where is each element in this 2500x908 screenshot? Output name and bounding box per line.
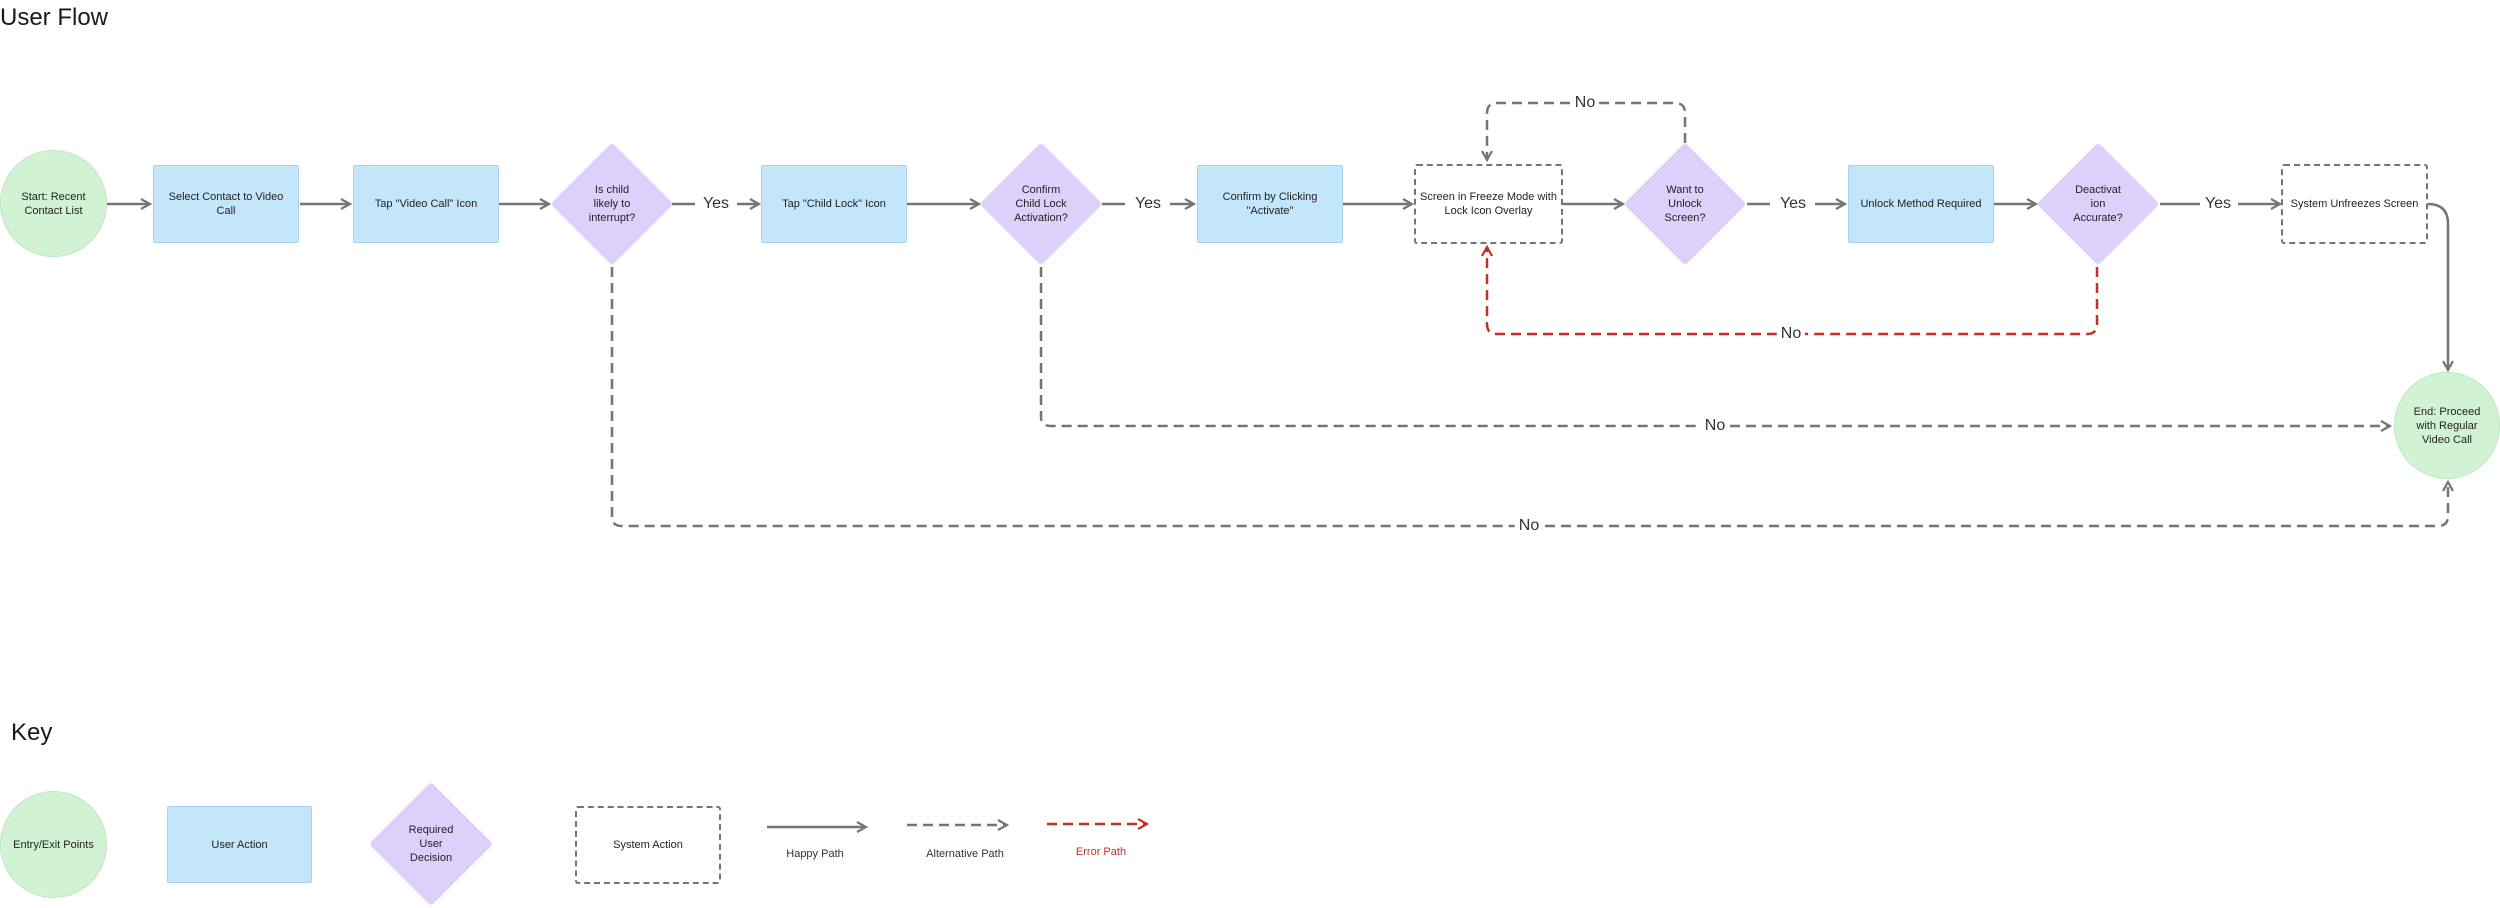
deactivation-accurate-label: Deactivat ion Accurate? bbox=[2073, 184, 2123, 224]
error-path-edges bbox=[1487, 247, 2099, 336]
confirm-activation-decision: Confirm Child Lock Activation? bbox=[979, 141, 1103, 267]
happy-path-edges bbox=[107, 204, 2448, 370]
edge-label-no-deactivation: No bbox=[1776, 325, 1806, 343]
edge-label-yes-child: Yes bbox=[698, 195, 734, 213]
key-alternative-path-label: Alternative Path bbox=[926, 848, 1004, 860]
key-title: Key bbox=[11, 719, 53, 746]
system-unfreezes-label: System Unfreezes Screen bbox=[2290, 198, 2419, 210]
edge-label-yes-unlock: Yes bbox=[1775, 195, 1811, 213]
page-title: User Flow bbox=[0, 4, 109, 31]
freeze-mode-node: Screen in Freeze Mode with Lock Icon Ove… bbox=[1414, 164, 1563, 244]
edge-wantunlock-no-a bbox=[1598, 101, 1687, 143]
key-error-path-label: Error Path bbox=[1075, 846, 1127, 858]
tap-child-lock-node: Tap "Child Lock" Icon bbox=[761, 165, 907, 243]
deactivation-accurate-decision: Deactivat ion Accurate? bbox=[2036, 141, 2160, 267]
key-user-action: User Action bbox=[167, 806, 312, 883]
edge-label-yes-confirm: Yes bbox=[1130, 195, 1166, 213]
key-system-action-label: System Action bbox=[613, 839, 683, 851]
confirm-activate-node: Confirm by Clicking "Activate" bbox=[1197, 165, 1343, 243]
unlock-method-label: Unlock Method Required bbox=[1860, 198, 1982, 210]
edge-label-no-confirm: No bbox=[1700, 417, 1730, 435]
key-decision-label: Required User Decision bbox=[408, 824, 454, 864]
confirm-activation-label: Confirm Child Lock Activation? bbox=[1014, 184, 1068, 224]
tap-video-call-node: Tap "Video Call" Icon bbox=[353, 165, 499, 243]
unlock-method-node: Unlock Method Required bbox=[1848, 165, 1994, 243]
select-contact-node: Select Contact to Video Call bbox=[153, 165, 299, 243]
want-unlock-decision: Want to Unlock Screen? bbox=[1623, 141, 1747, 267]
edge-unfreeze-end bbox=[2427, 202, 2448, 370]
end-label: End: Proceed with Regular Video Call bbox=[2413, 405, 2481, 446]
child-interrupt-label: Is child likely to interrupt? bbox=[588, 184, 636, 224]
key-lines bbox=[767, 824, 1147, 827]
edge-deactivation-no-b bbox=[1487, 247, 1777, 336]
select-contact-label: Select Contact to Video Call bbox=[168, 191, 284, 217]
confirm-activate-label: Confirm by Clicking "Activate" bbox=[1222, 191, 1318, 217]
tap-video-call-label: Tap "Video Call" Icon bbox=[374, 198, 478, 210]
edge-child-no-a bbox=[610, 267, 1515, 528]
edge-wantunlock-no-b bbox=[1487, 101, 1570, 160]
key-entry-exit: Entry/Exit Points bbox=[0, 791, 107, 898]
edge-confirm-no-a bbox=[1039, 267, 1700, 428]
edge-label-no-child: No bbox=[1514, 517, 1544, 535]
key-decision: Required User Decision bbox=[368, 780, 494, 908]
start-label: Start: Recent Contact List bbox=[21, 190, 86, 217]
key-entry-exit-label: Entry/Exit Points bbox=[13, 838, 94, 851]
key-happy-path-label: Happy Path bbox=[786, 848, 844, 860]
key-system-action: System Action bbox=[575, 806, 721, 884]
start-node: Start: Recent Contact List bbox=[0, 150, 107, 257]
edge-label-no-unlock: No bbox=[1570, 94, 1600, 112]
end-node: End: Proceed with Regular Video Call bbox=[2394, 372, 2500, 479]
want-unlock-label: Want to Unlock Screen? bbox=[1664, 184, 1706, 224]
system-unfreezes-node: System Unfreezes Screen bbox=[2281, 164, 2428, 244]
edge-deactivation-no-a bbox=[1805, 267, 2099, 336]
tap-child-lock-label: Tap "Child Lock" Icon bbox=[782, 198, 886, 210]
edge-child-no-b bbox=[1545, 482, 2448, 528]
edge-label-yes-deactivation: Yes bbox=[2200, 195, 2236, 213]
child-interrupt-decision: Is child likely to interrupt? bbox=[550, 141, 674, 267]
freeze-mode-label: Screen in Freeze Mode with Lock Icon Ove… bbox=[1420, 191, 1557, 217]
key-user-action-label: User Action bbox=[211, 838, 268, 851]
alternative-path-edges bbox=[610, 101, 2448, 528]
